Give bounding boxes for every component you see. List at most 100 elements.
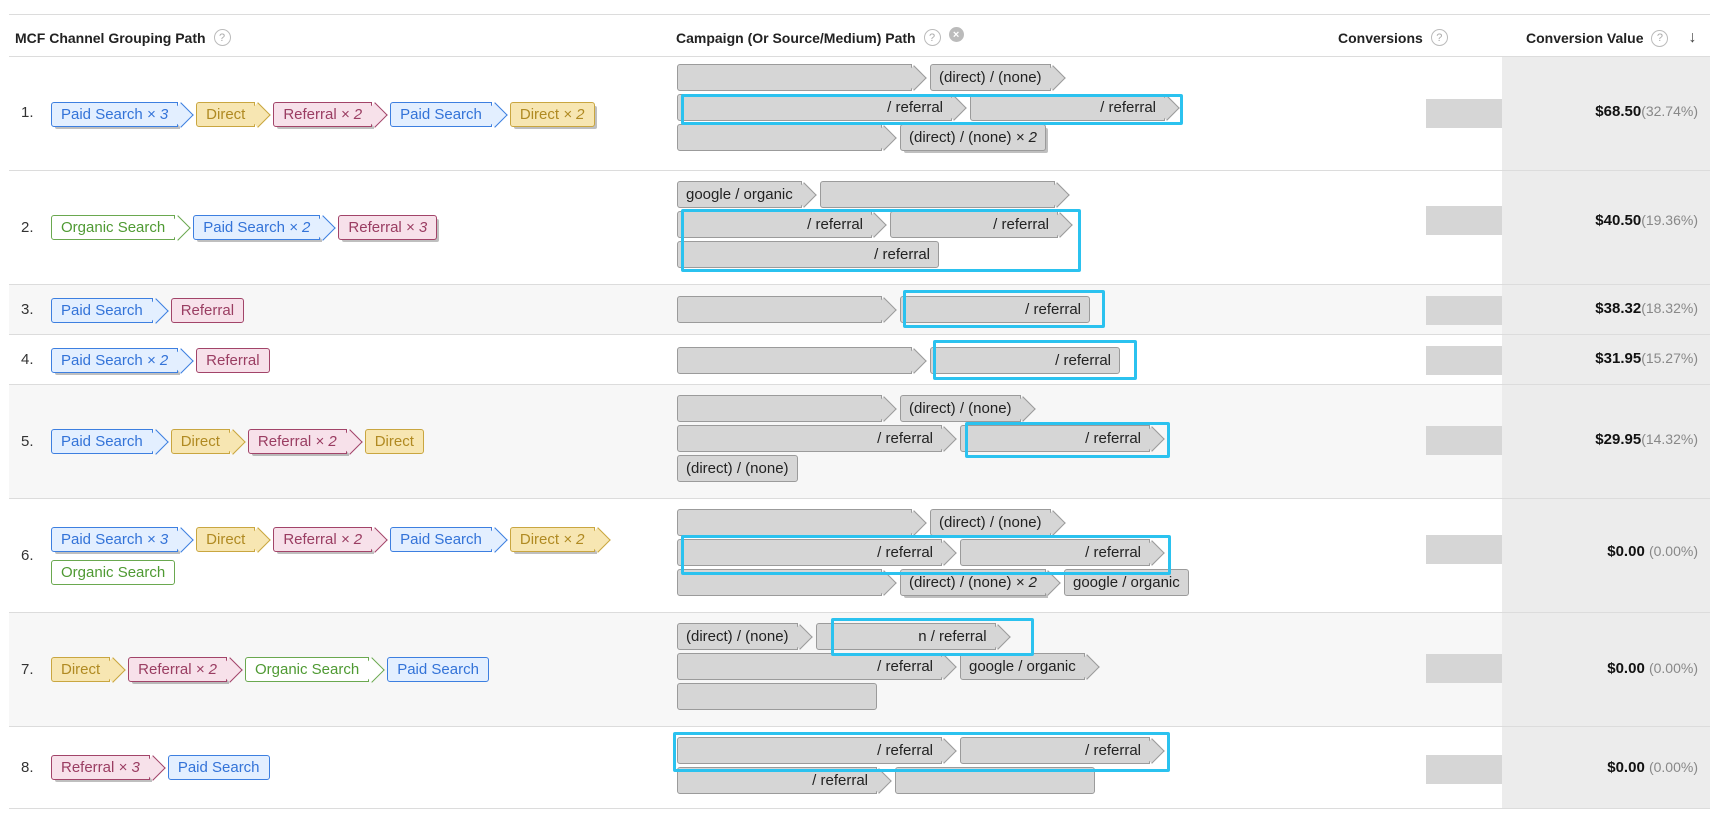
campaign-chip: / referral bbox=[970, 93, 1165, 121]
help-icon[interactable]: ? bbox=[1651, 29, 1669, 47]
row-number: 8. bbox=[21, 759, 34, 776]
chip-direct: Direct × 2 bbox=[509, 527, 595, 552]
campaign-chip: (direct) / (none) bbox=[930, 63, 1051, 91]
chip-paid-search: Paid Search bbox=[387, 657, 489, 682]
chip-paid-search: Paid Search × 2 bbox=[193, 215, 321, 240]
row-number: 4. bbox=[21, 351, 34, 368]
campaign-chip: / referral bbox=[677, 652, 942, 680]
help-icon[interactable]: ? bbox=[1430, 29, 1448, 46]
chip-referral: Referral × 3 bbox=[51, 755, 150, 780]
chip-organic-search: Organic Search bbox=[51, 215, 176, 240]
table-row: 6. Paid Search × 3 Direct Referral × 2 P… bbox=[9, 499, 1710, 613]
channel-path: Paid Search × 3 Direct Referral × 2 Paid… bbox=[51, 98, 603, 131]
channel-path: Paid Search × 2 Referral bbox=[51, 344, 278, 377]
chip-direct: Direct bbox=[196, 527, 256, 552]
highlight-box bbox=[965, 422, 1170, 458]
channel-path: Paid Search × 3 Direct Referral × 2 Paid… bbox=[51, 523, 613, 589]
close-icon[interactable]: × bbox=[948, 27, 964, 42]
campaign-chip: / referral bbox=[677, 538, 942, 566]
campaign-chip-redacted bbox=[677, 63, 912, 91]
highlight-box bbox=[681, 535, 1171, 575]
highlight-box bbox=[681, 209, 1081, 272]
chip-referral: Referral × 2 bbox=[128, 657, 227, 682]
campaign-chip: / referral bbox=[677, 210, 872, 238]
campaign-chip: (direct) / (none) × 2 bbox=[900, 123, 1046, 151]
conversions-redacted bbox=[1426, 426, 1502, 455]
highlight-box bbox=[673, 732, 1170, 772]
value-column-shade bbox=[1502, 727, 1710, 808]
table-row: 7. Direct Referral × 2 Organic Search Pa… bbox=[9, 613, 1710, 727]
chip-paid-search: Paid Search bbox=[390, 102, 492, 127]
campaign-chip: / referral bbox=[900, 295, 1090, 323]
chip-direct: Direct bbox=[196, 102, 256, 127]
value-column-shade bbox=[1502, 613, 1710, 726]
campaign-chip: / referral bbox=[677, 736, 942, 764]
table-row: 4. Paid Search × 2 Referral / referral $… bbox=[9, 335, 1710, 385]
help-icon[interactable]: ? bbox=[923, 29, 941, 46]
header-value-column[interactable]: Conversion Value ? ↓ bbox=[1526, 29, 1696, 47]
row-number: 7. bbox=[21, 661, 34, 678]
conversion-value: $68.50(32.74%) bbox=[1595, 103, 1698, 120]
header-campaign-column[interactable]: Campaign (Or Source/Medium) Path ? × bbox=[676, 27, 964, 46]
value-column-shade bbox=[1502, 285, 1710, 334]
campaign-chip: (direct) / (none) bbox=[677, 622, 798, 650]
campaign-path: (direct) / (none) / referral / referral … bbox=[677, 393, 1168, 483]
conversion-value: $38.32(18.32%) bbox=[1595, 300, 1698, 317]
chip-paid-search: Paid Search × 3 bbox=[51, 527, 179, 552]
chip-referral: Referral × 2 bbox=[273, 102, 373, 127]
channel-path: Direct Referral × 2 Organic Search Paid … bbox=[51, 653, 497, 686]
chip-direct: Direct × 2 bbox=[509, 102, 595, 127]
chip-paid-search: Paid Search bbox=[390, 527, 492, 552]
conversion-value: $0.00 (0.00%) bbox=[1607, 660, 1698, 677]
campaign-path: (direct) / (none) / referral / referral … bbox=[677, 62, 1183, 152]
chip-direct: Direct bbox=[170, 429, 230, 454]
conversion-value: $40.50(19.36%) bbox=[1595, 212, 1698, 229]
campaign-chip-redacted bbox=[677, 346, 912, 374]
table-row: 8. Referral × 3 Paid Search / referral /… bbox=[9, 727, 1710, 809]
conversions-redacted bbox=[1426, 755, 1502, 784]
campaign-chip-redacted bbox=[819, 180, 1055, 208]
header-path-label: MCF Channel Grouping Path bbox=[15, 29, 206, 46]
campaign-path: / referral bbox=[677, 294, 1096, 324]
conversion-value: $29.95(14.32%) bbox=[1595, 431, 1698, 448]
table-header: MCF Channel Grouping Path ? Campaign (Or… bbox=[9, 15, 1710, 57]
campaign-chip: google / organic bbox=[960, 652, 1085, 680]
chip-direct: Direct bbox=[364, 429, 424, 454]
campaign-chip: / referral bbox=[960, 538, 1150, 566]
chip-organic-search: Organic Search bbox=[51, 560, 176, 585]
channel-path: Referral × 3 Paid Search bbox=[51, 751, 278, 784]
campaign-path: / referral bbox=[677, 345, 1126, 375]
header-conversions-column[interactable]: Conversions ? bbox=[1338, 29, 1448, 46]
campaign-chip-redacted bbox=[677, 508, 912, 536]
help-icon[interactable]: ? bbox=[213, 29, 231, 46]
conversion-value: $0.00 (0.00%) bbox=[1607, 543, 1698, 560]
chip-organic-search: Organic Search bbox=[244, 657, 370, 682]
campaign-chip: (direct) / (none) bbox=[930, 508, 1051, 536]
chip-referral: Referral bbox=[170, 298, 245, 323]
header-value-label: Conversion Value bbox=[1526, 30, 1644, 46]
chip-paid-search: Paid Search bbox=[51, 429, 153, 454]
row-number: 2. bbox=[21, 219, 34, 236]
campaign-chip-redacted bbox=[677, 295, 882, 323]
campaign-chip-redacted bbox=[677, 682, 877, 710]
conversion-value: $31.95(15.27%) bbox=[1595, 350, 1698, 367]
campaign-chip: google / organic bbox=[677, 180, 802, 208]
highlight-box bbox=[903, 290, 1105, 328]
highlight-box bbox=[831, 618, 1034, 656]
sort-arrow-icon[interactable]: ↓ bbox=[1688, 29, 1697, 46]
row-number: 3. bbox=[21, 301, 34, 318]
row-number: 1. bbox=[21, 104, 34, 121]
header-path-column[interactable]: MCF Channel Grouping Path ? bbox=[15, 29, 231, 46]
header-conversions-label: Conversions bbox=[1338, 29, 1423, 46]
chip-direct: Direct bbox=[51, 657, 111, 682]
highlight-box bbox=[933, 340, 1137, 380]
campaign-chip: / referral bbox=[677, 424, 942, 452]
conversions-redacted bbox=[1426, 535, 1502, 564]
chip-referral: Referral × 2 bbox=[273, 527, 373, 552]
channel-path: Organic Search Paid Search × 2 Referral … bbox=[51, 211, 445, 244]
conversions-redacted bbox=[1426, 99, 1502, 128]
value-column-shade bbox=[1502, 385, 1710, 498]
channel-path: Paid Search Referral bbox=[51, 294, 252, 327]
campaign-chip: / referral bbox=[960, 424, 1150, 452]
mcf-paths-table: MCF Channel Grouping Path ? Campaign (Or… bbox=[9, 14, 1710, 809]
